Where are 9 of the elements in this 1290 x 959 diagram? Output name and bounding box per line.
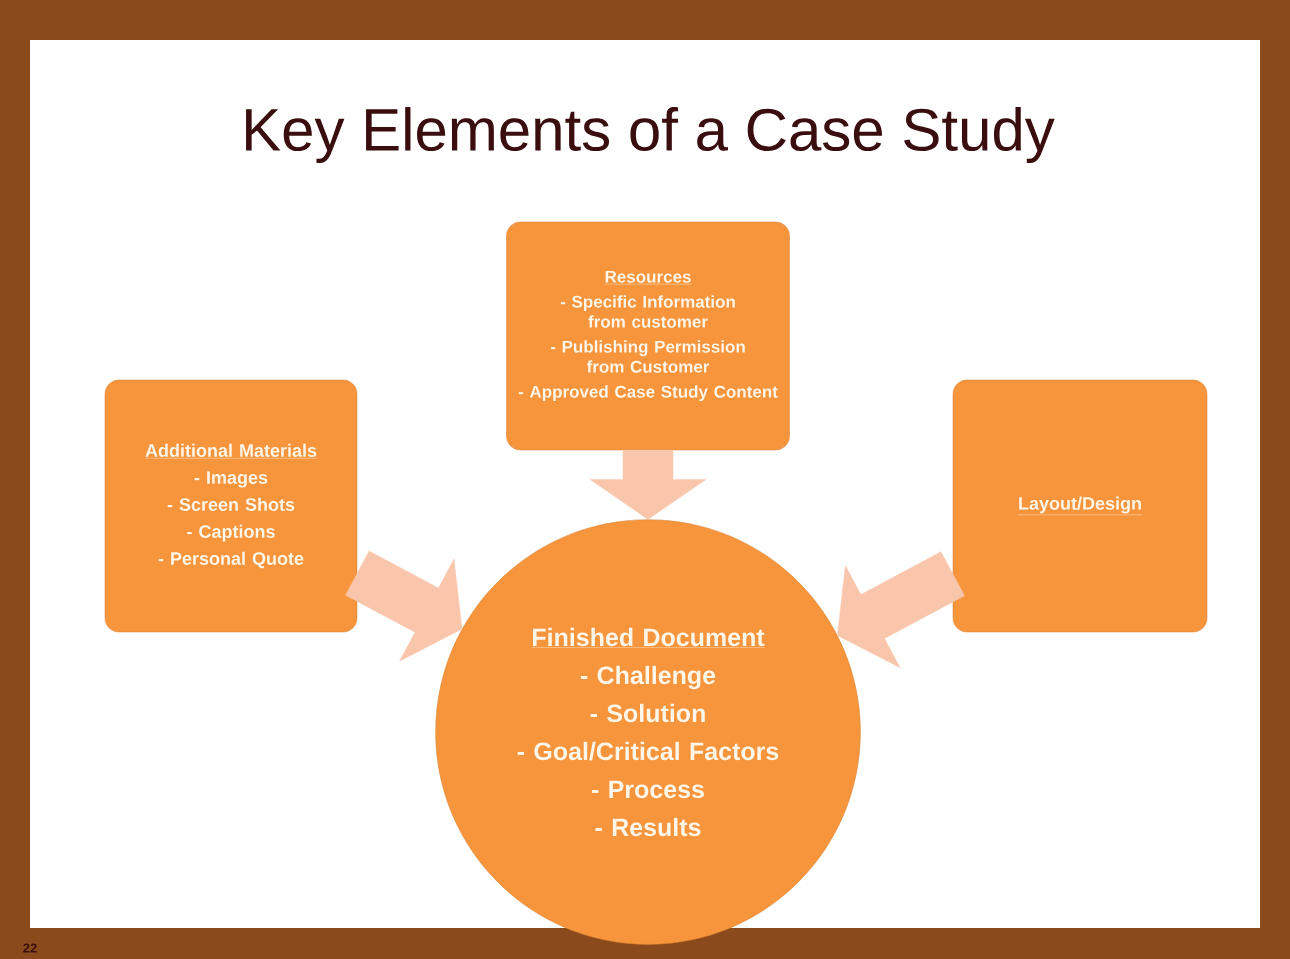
- block-arrow: [589, 450, 707, 520]
- process-box: Additional Materials - Images - Screen Shots - Captions - Personal Quote: [104, 379, 358, 633]
- process-box: Layout/Design: [952, 379, 1208, 633]
- title: Key Elements of a Case Study: [246, 107, 1055, 163]
- page-number: 22: [23, 943, 37, 953]
- process-box: Resources - Specific Information from customer - Publishing Permission from Customer - Approved Case Study Content: [506, 221, 790, 451]
- block-arrow: [345, 550, 463, 662]
- block-arrow: [837, 551, 965, 668]
- circle-node: Finished Document - Challenge - Solution - Goal/Critical Factors - Process - Results: [435, 519, 861, 945]
